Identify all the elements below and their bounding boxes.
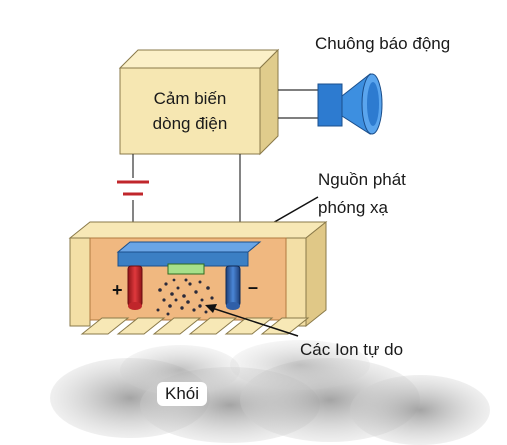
source-label-line1: Nguồn phát [318, 170, 406, 189]
sensor-label-line2: dòng điện [152, 114, 228, 133]
positive-electrode [127, 265, 143, 310]
current-sensor-box [118, 48, 280, 156]
source-label-line2: phóng xạ [318, 198, 388, 217]
electrode-plate [116, 241, 262, 267]
negative-electrode [225, 265, 241, 310]
sensor-label-line1: Cảm biến [153, 89, 227, 108]
radioactive-source-icon [167, 263, 205, 275]
minus-sign: – [248, 277, 258, 297]
alarm-label: Chuông báo động [315, 34, 451, 53]
battery-icon [117, 180, 149, 196]
smoke-cloud [50, 340, 490, 445]
alarm-speaker-icon [317, 72, 383, 135]
alarm-wires [278, 89, 320, 119]
plus-sign: + [112, 280, 123, 300]
ions-pointer-arrow [205, 304, 299, 337]
ionization-chamber [68, 220, 328, 335]
smoke-label: Khói [157, 382, 208, 406]
sensor-label: Cảm biến dòng điện [120, 86, 260, 136]
ions-label: Các Ion tự do [300, 340, 404, 359]
free-ions [156, 278, 216, 316]
